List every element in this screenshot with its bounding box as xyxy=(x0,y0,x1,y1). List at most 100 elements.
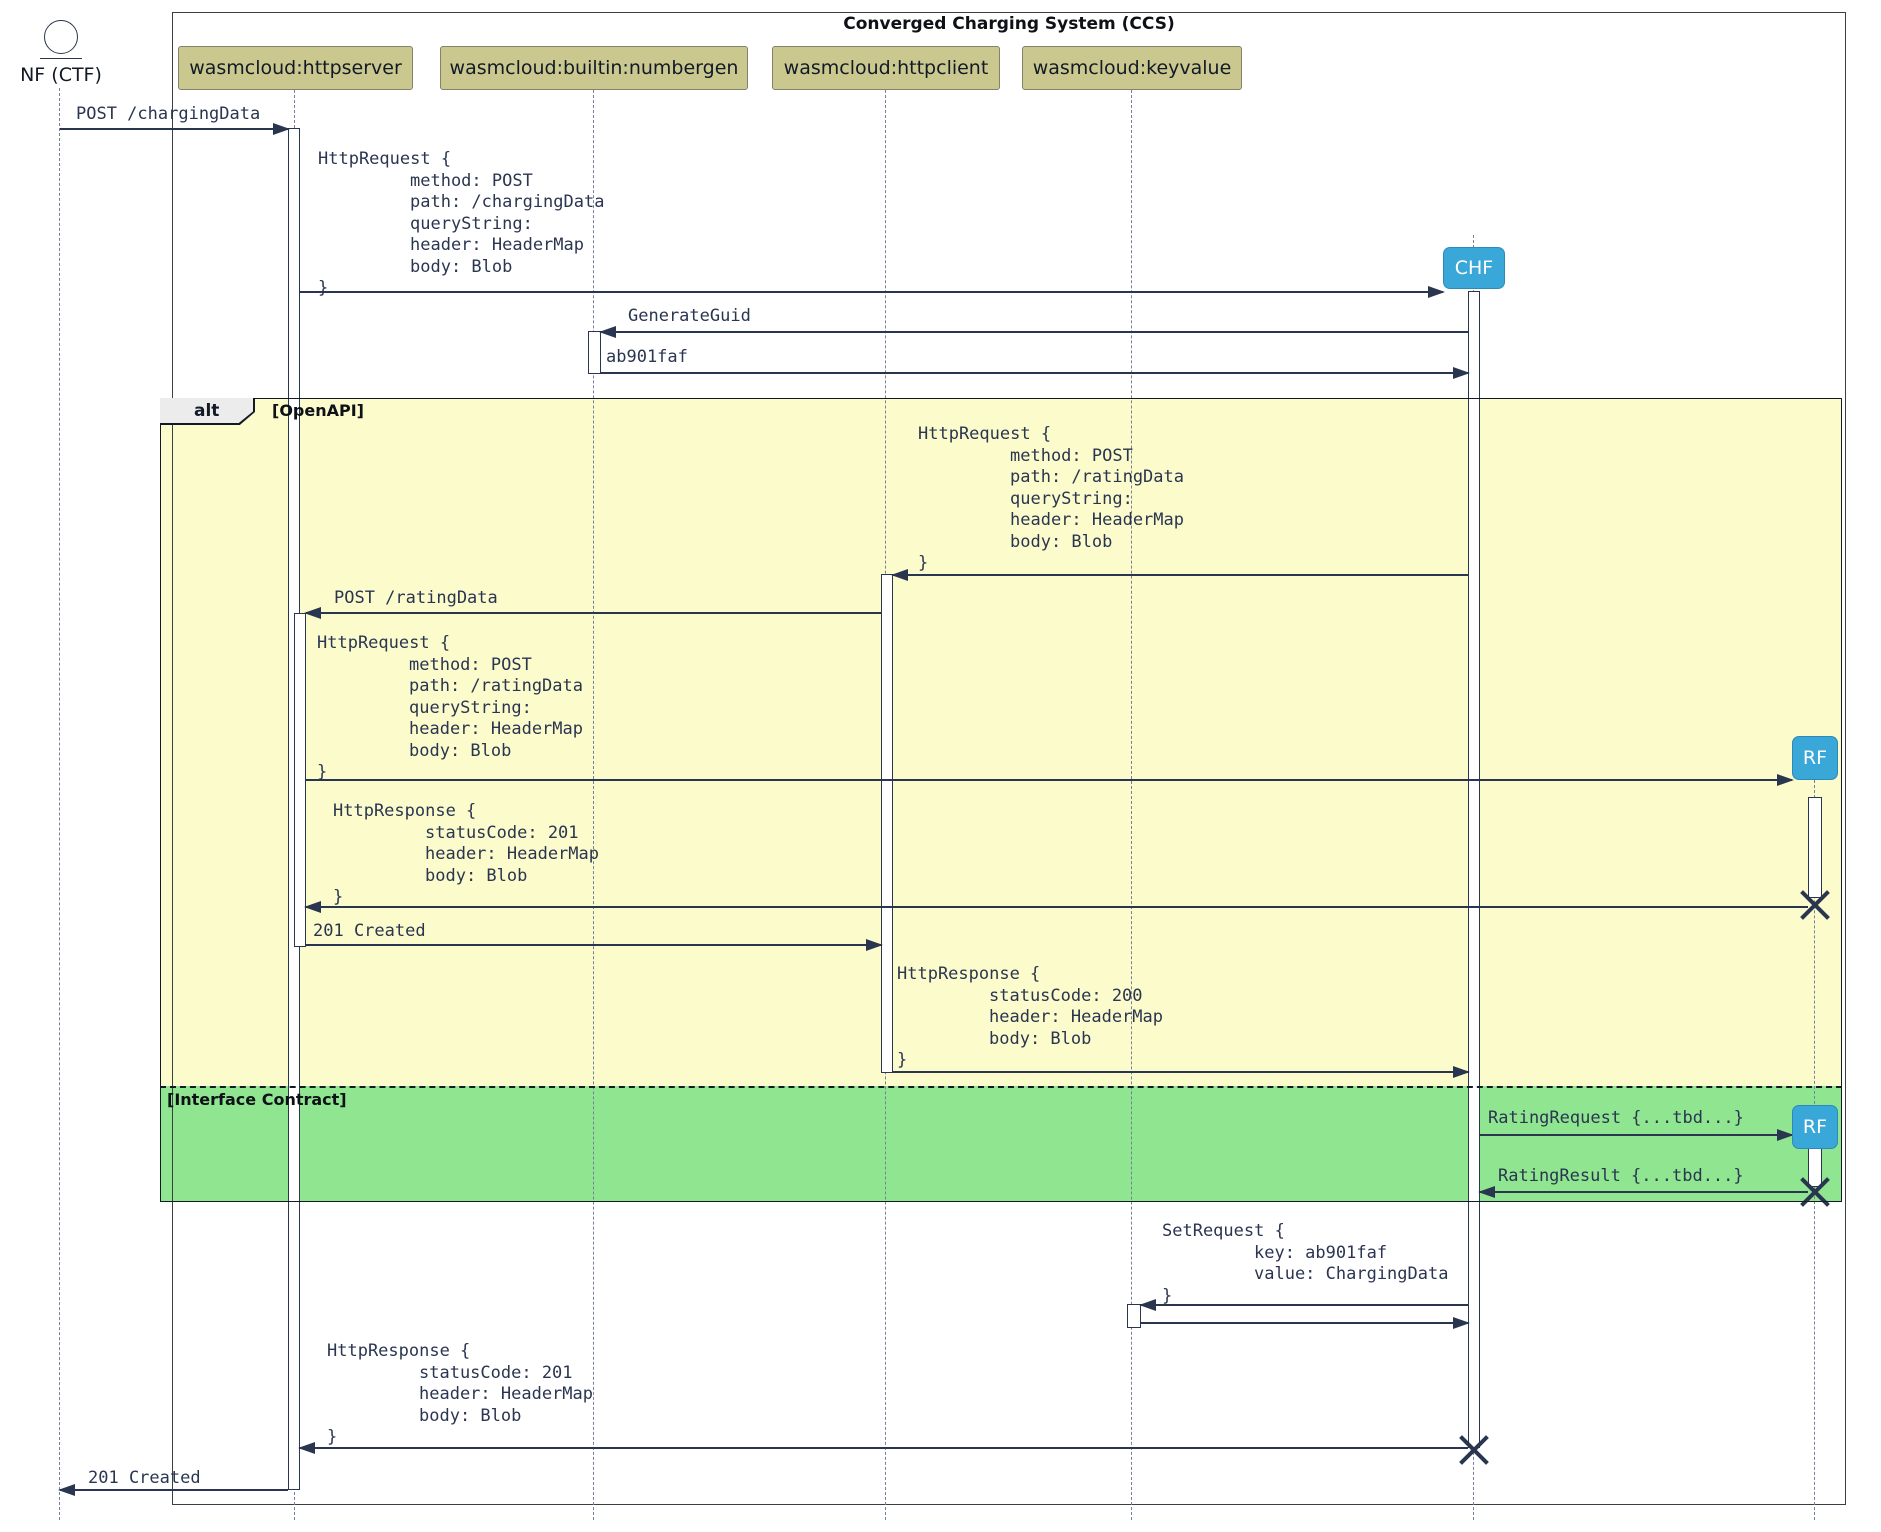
message-block-line: header: HeaderMap xyxy=(410,235,584,255)
created-participant-rf-openapi: RF xyxy=(1792,736,1838,780)
destroy-x-chf xyxy=(1457,1433,1491,1467)
participant-keyvalue-label: wasmcloud:keyvalue xyxy=(1032,57,1232,79)
message-block-line: statusCode: 201 xyxy=(419,1362,573,1383)
arrowhead xyxy=(1453,1316,1470,1329)
created-participant-chf: CHF xyxy=(1443,247,1505,289)
arrowhead xyxy=(1478,1185,1495,1198)
message-guid-result: ab901faf xyxy=(606,347,688,367)
arrow-http-response-201-rf xyxy=(304,900,1808,913)
arrow-http-response-201-final xyxy=(298,1441,1468,1454)
destroy-x-rf-contract xyxy=(1798,1175,1832,1209)
message-block-line: HttpResponse { xyxy=(327,1341,471,1361)
activation-httpclient xyxy=(881,574,893,1073)
arrow-rating-request xyxy=(1480,1128,1794,1141)
message-block-line: path: /chargingData xyxy=(410,192,605,212)
participant-httpserver: wasmcloud:httpserver xyxy=(178,46,413,90)
message-block-line: body: Blob xyxy=(419,1405,522,1426)
arrow-post-charging-data xyxy=(60,122,290,135)
message-block-line: method: POST xyxy=(1010,445,1133,466)
arrowhead xyxy=(298,1441,315,1454)
message-block-line: header: HeaderMap xyxy=(419,1384,593,1404)
message-rating-result: RatingResult {...tbd...} xyxy=(1498,1166,1744,1186)
rf-contract-label: RF xyxy=(1802,1116,1828,1138)
arrowhead xyxy=(599,325,616,338)
lifeline-numbergen xyxy=(593,90,594,1520)
message-block-line: header: HeaderMap xyxy=(1010,510,1184,530)
message-block-line: } xyxy=(327,1427,338,1447)
arrowhead xyxy=(58,1483,75,1496)
message-block-line: HttpRequest { xyxy=(918,424,1052,444)
arrow-201-created-mid xyxy=(306,938,883,951)
destroy-x-rf-openapi xyxy=(1798,888,1832,922)
alt-region-contract-background xyxy=(160,1086,1842,1202)
message-block-line: value: ChargingData xyxy=(1254,1264,1449,1284)
created-participant-rf-contract: RF xyxy=(1792,1105,1838,1149)
arrowhead xyxy=(1777,1128,1794,1141)
participant-numbergen-label: wasmcloud:builtin:numbergen xyxy=(449,57,739,79)
participant-keyvalue: wasmcloud:keyvalue xyxy=(1022,46,1242,90)
message-block-line: method: POST xyxy=(410,170,533,191)
alt-section-divider xyxy=(160,1086,1842,1088)
chf-label: CHF xyxy=(1454,257,1494,279)
message-block-line: body: Blob xyxy=(409,740,512,761)
arrow-http-request-to-rf xyxy=(306,773,1794,786)
arrow-http-request-rating-to-client xyxy=(891,568,1468,581)
message-block-line: header: HeaderMap xyxy=(425,844,599,864)
message-block-line: } xyxy=(333,887,344,907)
arrow-http-response-200 xyxy=(893,1065,1470,1078)
message-rating-request: RatingRequest {...tbd...} xyxy=(1488,1108,1744,1128)
lifeline-nf xyxy=(59,88,60,1520)
message-block-line: statusCode: 201 xyxy=(425,822,579,843)
message-post-charging-data: POST /chargingData xyxy=(76,104,261,124)
message-201-created-mid: 201 Created xyxy=(313,921,426,941)
actor-entity-icon xyxy=(44,20,78,54)
activation-httpserver-nested xyxy=(294,613,306,947)
alt-guard-openapi: [OpenAPI] xyxy=(272,401,364,420)
message-block-line: } xyxy=(1162,1285,1173,1306)
arrow-rating-result xyxy=(1478,1185,1808,1198)
participant-httpclient: wasmcloud:httpclient xyxy=(772,46,1000,90)
message-block-line: header: HeaderMap xyxy=(409,719,583,739)
message-block-line: } xyxy=(897,1050,908,1070)
message-block-line: body: Blob xyxy=(410,256,513,277)
message-block-line: method: POST xyxy=(409,654,532,675)
arrowhead xyxy=(273,122,290,135)
message-block-line: HttpResponse { xyxy=(897,964,1041,984)
message-block-line: key: ab901faf xyxy=(1254,1242,1388,1263)
arrow-guid-result xyxy=(601,366,1470,379)
message-block-line: } xyxy=(918,553,929,573)
alt-guard-contract: [Interface Contract] xyxy=(167,1090,347,1109)
arrowhead xyxy=(1453,1065,1470,1078)
message-generate-guid: GenerateGuid xyxy=(628,306,751,326)
arrow-generate-guid xyxy=(599,325,1468,338)
arrowhead xyxy=(304,900,321,913)
activation-chf xyxy=(1468,291,1480,1448)
message-block-line: HttpResponse { xyxy=(333,801,477,821)
message-block-line: queryString: xyxy=(409,697,532,718)
message-block-line: queryString: xyxy=(1010,488,1133,509)
message-block-line: SetRequest { xyxy=(1162,1221,1285,1241)
message-block-line: path: /ratingData xyxy=(1010,467,1184,487)
activation-rf-openapi xyxy=(1808,797,1822,898)
activation-numbergen xyxy=(588,331,601,374)
message-post-rating-data: POST /ratingData xyxy=(334,588,498,608)
arrowhead xyxy=(866,938,883,951)
message-block-line: body: Blob xyxy=(1010,531,1113,552)
alt-operator-label: alt xyxy=(160,398,254,424)
message-201-created-end: 201 Created xyxy=(88,1468,201,1488)
arrow-http-request-to-chf xyxy=(300,285,1445,298)
rf-openapi-label: RF xyxy=(1802,747,1828,769)
lifeline-keyvalue xyxy=(1131,90,1132,1520)
actor-label: NF (CTF) xyxy=(20,64,102,86)
message-block-line: path: /ratingData xyxy=(409,676,583,696)
message-block-line: body: Blob xyxy=(425,865,528,886)
arrow-201-created-end xyxy=(58,1483,288,1496)
